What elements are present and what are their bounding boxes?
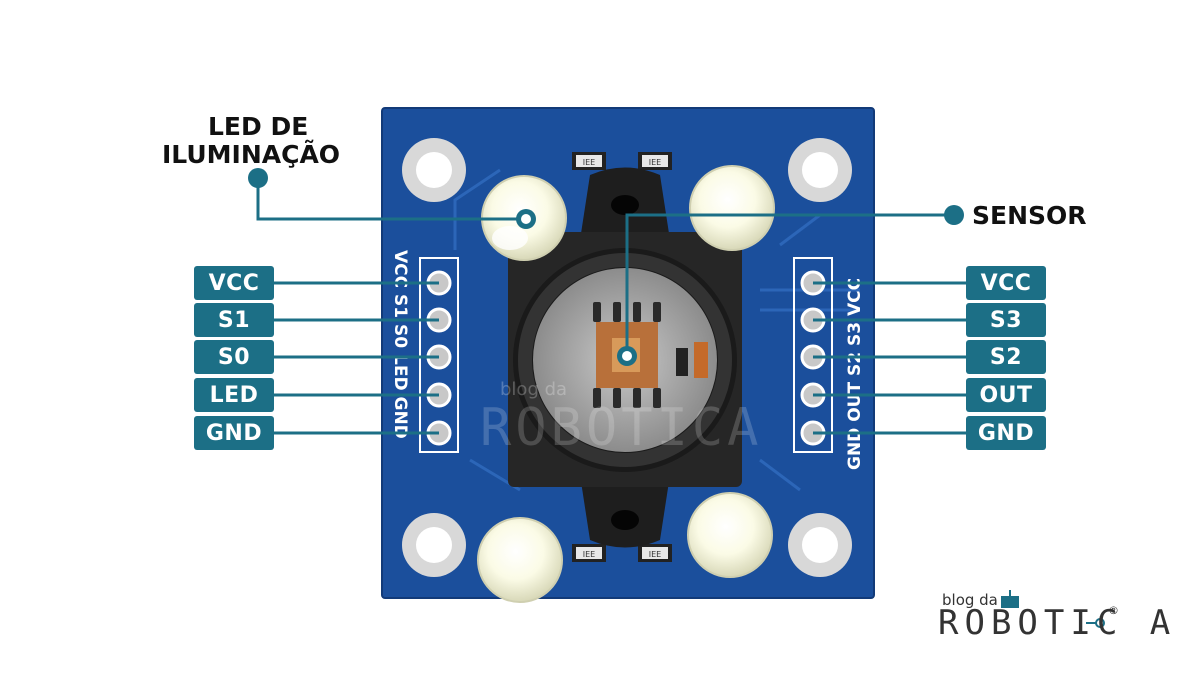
watermark-big: ROBOTICA <box>480 398 762 458</box>
led-callout-line2: ILUMINAÇÃO <box>162 140 341 169</box>
right-pin-gnd: GND <box>966 416 1046 450</box>
led-bottom-right <box>687 492 773 578</box>
right-pin-s3: S3 <box>966 303 1046 337</box>
right-pin-s2: S2 <box>966 340 1046 374</box>
left-leaders <box>274 281 439 435</box>
brand-registered-mark: ® <box>1108 604 1119 617</box>
left-pin-vcc: VCC <box>194 266 274 300</box>
led-callout-line1: LED DE <box>208 112 309 141</box>
smd-label-4: IEE <box>649 550 661 559</box>
smd-label-1: IEE <box>583 158 595 167</box>
left-pin-s0: S0 <box>194 340 274 374</box>
led-top-right <box>689 165 775 251</box>
led-callout-leader <box>248 168 536 229</box>
smd-label-2: IEE <box>649 158 661 167</box>
brand-small-text: blog da <box>942 591 998 609</box>
left-pin-gnd: GND <box>194 416 274 450</box>
left-header <box>419 257 459 453</box>
mounting-holes <box>402 138 852 577</box>
smd-label-3: IEE <box>583 550 595 559</box>
brand-logo-text: ROBOTIC A <box>938 603 1177 643</box>
watermark-small: blog da <box>500 379 567 400</box>
silk-right: GND OUT S2 S3 VCC <box>845 278 865 470</box>
sensor-callout: SENSOR <box>972 201 1087 230</box>
left-pin-led: LED <box>194 378 274 412</box>
led-bottom-left <box>477 517 563 603</box>
left-pin-s1: S1 <box>194 303 274 337</box>
right-header <box>793 257 833 453</box>
right-leaders <box>813 281 966 435</box>
sensor-callout-leader <box>617 205 964 366</box>
brand-robot-icon <box>1001 590 1105 628</box>
right-pin-out: OUT <box>966 378 1046 412</box>
right-pin-vcc: VCC <box>966 266 1046 300</box>
silk-left: VCC S1 S0 LED GND <box>390 250 410 439</box>
smd-components: IEE IEE IEE IEE <box>572 152 672 562</box>
